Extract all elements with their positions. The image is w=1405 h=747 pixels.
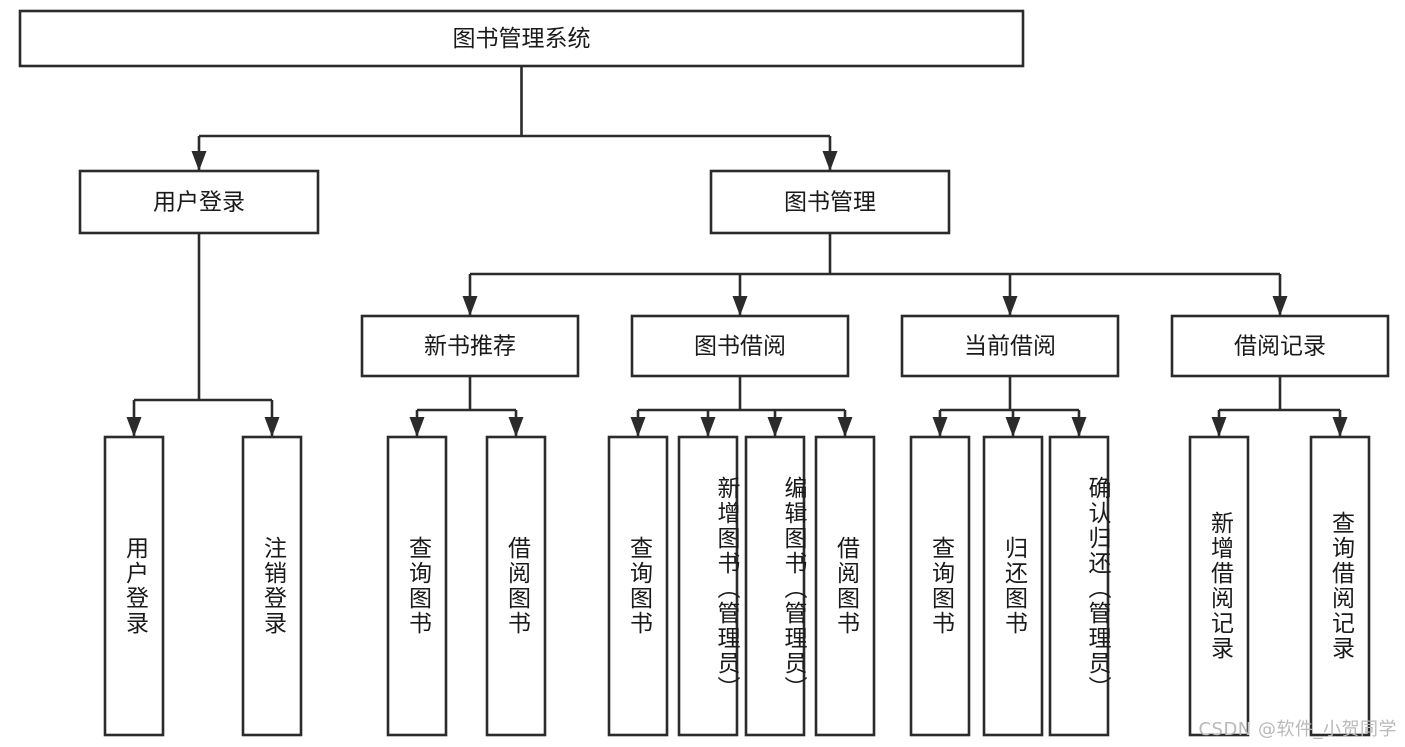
node-leaf-borrow-book-1[interactable] xyxy=(485,435,547,737)
node-borrow-record-label: 借阅记录 xyxy=(1234,334,1326,360)
node-leaf-query-book-1[interactable] xyxy=(386,435,448,737)
book-manage-arrow-1 xyxy=(732,296,748,316)
book-borrow-arrow-0 xyxy=(630,417,646,437)
node-root[interactable] xyxy=(18,9,1025,68)
borrow-record-arrow-1 xyxy=(1332,417,1348,437)
connector-layer xyxy=(126,66,1348,437)
user-login-arrow-0 xyxy=(126,417,142,437)
node-leaf-edit-book[interactable] xyxy=(744,435,806,737)
book-borrow-arrow-1 xyxy=(700,417,716,437)
root-arrow-1 xyxy=(822,151,838,171)
node-current-borrow[interactable] xyxy=(900,314,1120,378)
node-leaf-add-book[interactable] xyxy=(677,435,739,737)
node-leaf-user-login[interactable] xyxy=(103,435,165,737)
watermark-text: CSDN @软件_小贺同学 xyxy=(1198,719,1397,740)
book-borrow-arrow-3 xyxy=(837,417,853,437)
book-borrow-arrow-2 xyxy=(767,417,783,437)
node-leaf-borrow-book-2[interactable] xyxy=(814,435,876,737)
node-leaf-query-book-3[interactable] xyxy=(909,435,971,737)
book-manage-arrow-2 xyxy=(1002,296,1018,316)
current-borrow-arrow-1 xyxy=(1005,417,1021,437)
current-borrow-arrow-2 xyxy=(1071,417,1087,437)
node-book-borrow[interactable] xyxy=(630,314,850,378)
node-root-label: 图书管理系统 xyxy=(453,26,591,52)
node-leaf-return-book[interactable] xyxy=(982,435,1044,737)
node-borrow-record[interactable] xyxy=(1170,314,1390,378)
node-leaf-query-book-2[interactable] xyxy=(607,435,669,737)
node-user-login[interactable] xyxy=(78,169,320,235)
root-arrow-0 xyxy=(191,151,207,171)
new-book-rec-arrow-1 xyxy=(508,417,524,437)
node-leaf-add-record[interactable] xyxy=(1188,435,1250,737)
user-login-arrow-1 xyxy=(264,417,280,437)
node-leaf-confirm-return[interactable] xyxy=(1048,435,1110,737)
node-new-book-rec[interactable] xyxy=(360,314,580,378)
borrow-record-arrow-0 xyxy=(1211,417,1227,437)
book-manage-arrow-3 xyxy=(1272,296,1288,316)
node-new-book-rec-label: 新书推荐 xyxy=(424,334,516,360)
node-book-borrow-label: 图书借阅 xyxy=(694,334,786,360)
node-book-manage[interactable] xyxy=(709,169,951,235)
book-manage-arrow-0 xyxy=(462,296,478,316)
node-leaf-logout[interactable] xyxy=(241,435,303,737)
node-book-manage-label: 图书管理 xyxy=(784,190,876,216)
new-book-rec-arrow-0 xyxy=(409,417,425,437)
node-current-borrow-label: 当前借阅 xyxy=(964,334,1056,360)
node-user-login-label: 用户登录 xyxy=(153,190,245,216)
node-leaf-query-record[interactable] xyxy=(1309,435,1371,737)
current-borrow-arrow-0 xyxy=(932,417,948,437)
